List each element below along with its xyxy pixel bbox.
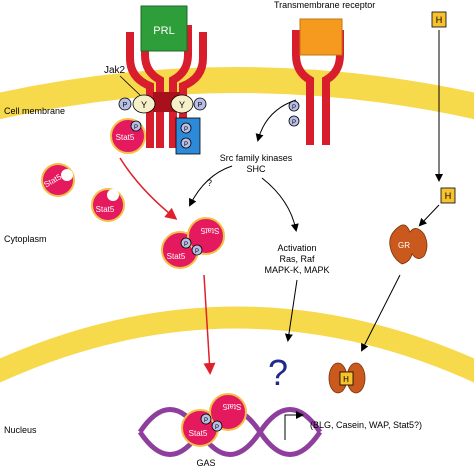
jak2-left (132, 94, 156, 114)
question-large: ? (268, 352, 288, 393)
phospho-nuclear-2 (211, 420, 223, 432)
stat5-receptor-left-label: Stat5 (116, 133, 135, 142)
activation-line1: Activation (277, 243, 316, 253)
phospho-dimer-1-label: P (184, 242, 188, 248)
phospho-jak2-left (118, 97, 132, 111)
phospho-nuclear-1-label: P (204, 418, 208, 424)
hormone-nucleus-label: H (343, 375, 349, 384)
hormone-top-label: H (436, 15, 443, 25)
target-genes-label: (BLG, Casein, WAP, Stat5?) (310, 420, 422, 430)
stat5-nuclear-left-label: Stat5 (189, 429, 208, 438)
transmembrane-receptor-label: Transmembrane receptor (274, 0, 375, 10)
cytoplasm-label: Cytoplasm (4, 234, 47, 244)
arrow-gr-to-nucleus (361, 274, 401, 352)
phospho-tmr-top-label: P (292, 105, 296, 111)
jak2-label: Jak2 (104, 65, 126, 76)
hormone-arrow-2 (418, 204, 440, 227)
jak2-right-y: Y (179, 100, 185, 110)
phospho-jak2-right-label: P (198, 102, 203, 109)
src-label-line2: SHC (246, 164, 266, 174)
arrow-src-to-activation (261, 177, 299, 232)
phospho-dimer-1 (180, 237, 192, 249)
phospho-nuclear-1 (200, 413, 212, 425)
dna-strand-1 (137, 407, 323, 457)
stat5-nuclear-right-label: Stat5 (222, 402, 241, 411)
arrow-src-to-stat5 (189, 165, 233, 207)
phospho-nuclear-2-label: P (215, 425, 219, 431)
src-label-line1: Src family kinases (220, 153, 293, 163)
arrow-activation-to-nucleus (284, 279, 298, 342)
hormone-top (431, 11, 447, 28)
stat5-cyto-2-label: Stat5 (96, 205, 115, 214)
phospho-tmr-bottom (288, 115, 300, 127)
stat5-dimer-left-label: Stat5 (167, 252, 186, 261)
gr-label: GR (398, 241, 410, 250)
phospho-jak2-right (193, 97, 207, 111)
phospho-box-top (180, 122, 192, 134)
phospho-dimer-2 (191, 244, 203, 256)
arrow-red-to-nucleus (203, 274, 216, 375)
cell-membrane (0, 67, 474, 120)
activation-line2: Ras, Raf (279, 254, 315, 264)
nuclear-membrane (0, 306, 474, 383)
phospho-box-top-label: P (184, 127, 188, 133)
stat5-cyto-2-pocket (107, 189, 119, 201)
transcription-arrow (284, 411, 304, 440)
jak2-pointer (119, 75, 141, 96)
question-small: ? (207, 178, 212, 188)
phospho-box-bottom-label: P (184, 142, 188, 148)
hormone-mid-label: H (445, 191, 452, 201)
stat5-cyto-1-pocket (61, 169, 73, 181)
receptor-ligand (299, 18, 343, 56)
phospho-tmr-bottom-label: P (292, 120, 296, 126)
prl-label: PRL (153, 25, 174, 37)
arrow-red-to-dimer (119, 157, 178, 220)
gr-molecule (389, 224, 428, 265)
phospho-stat5-receptor-left (130, 120, 142, 132)
hormone-nucleus (339, 371, 354, 386)
cell-membrane-label: Cell membrane (4, 106, 65, 116)
arrow-to-src (255, 99, 297, 142)
phospho-box-bottom (180, 137, 192, 149)
jak2-right (170, 94, 194, 114)
phospho-stat5-receptor-left-label: P (134, 125, 138, 131)
prl-ligand (140, 5, 188, 52)
hormone-mid (440, 187, 456, 204)
stat5-dimer-right-label: Stat5 (200, 226, 219, 235)
nucleus-label: Nucleus (4, 425, 37, 435)
gas-label: GAS (196, 458, 215, 468)
phospho-dimer-2-label: P (195, 249, 199, 255)
phospho-jak2-left-label: P (123, 102, 128, 109)
jak2-left-y: Y (141, 100, 147, 110)
activation-line3: MAPK-K, MAPK (264, 265, 329, 275)
